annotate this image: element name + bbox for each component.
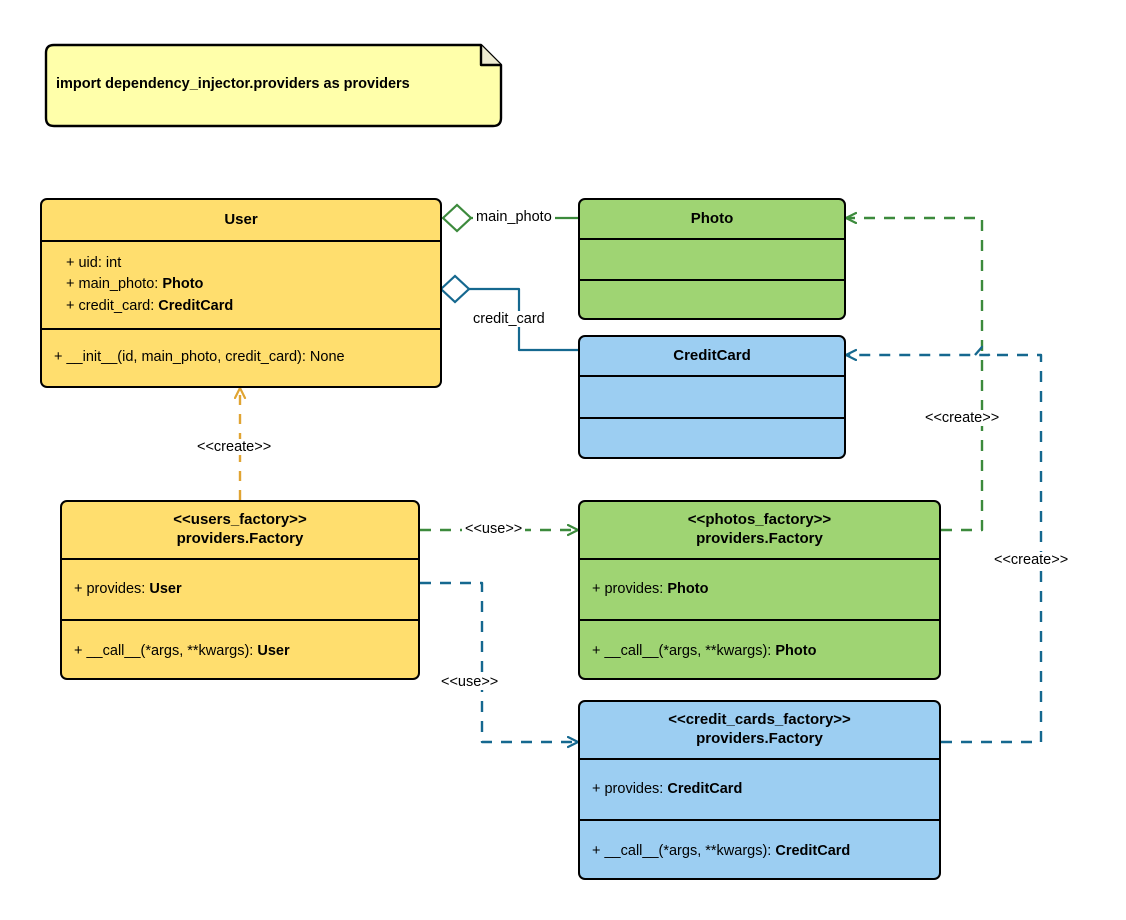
- class-box-users-factory[interactable]: <<users_factory>> providers.Factory + pr…: [60, 500, 420, 680]
- class-stereotype-users-factory: <<users_factory>>: [173, 511, 307, 529]
- class-name-photo: Photo: [690, 209, 734, 227]
- attribute-row: + main_photo: Photo: [66, 276, 204, 293]
- class-title-user: User: [42, 200, 440, 242]
- class-stereotype-credit-cards-factory: <<credit_cards_factory>>: [668, 711, 851, 729]
- class-name-user: User: [224, 210, 258, 228]
- method-row: + __call__(*args, **kwargs): Photo: [592, 642, 817, 659]
- edge-users-factory-uses-credit-cards-factory: [420, 581, 578, 742]
- attribute-row: + uid: int: [66, 255, 122, 272]
- class-box-photos-factory[interactable]: <<photos_factory>> providers.Factory + p…: [578, 500, 941, 680]
- class-methods-users-factory: + __call__(*args, **kwargs): User: [62, 621, 418, 678]
- edge-photos-factory-creates-photo: [846, 218, 984, 532]
- class-attributes-users-factory: + provides: User: [62, 560, 418, 621]
- method-row: + __init__(id, main_photo, credit_card):…: [54, 348, 345, 365]
- class-name-photos-factory: providers.Factory: [696, 530, 823, 547]
- class-stereotype-photos-factory: <<photos_factory>>: [687, 511, 832, 529]
- method-row: + __call__(*args, **kwargs): CreditCard: [592, 842, 851, 859]
- class-box-credit-cards-factory[interactable]: <<credit_cards_factory>> providers.Facto…: [578, 700, 941, 880]
- edge-label-create-user: <<create>>: [194, 439, 275, 455]
- attribute-row: + provides: Photo: [592, 580, 709, 597]
- class-methods-user: + __init__(id, main_photo, credit_card):…: [42, 330, 440, 385]
- class-methods-photo: [580, 281, 844, 318]
- note-import: import dependency_injector.providers as …: [38, 43, 503, 128]
- class-attributes-credit-card: [580, 377, 844, 419]
- attribute-row: + provides: User: [74, 580, 182, 597]
- class-methods-photos-factory: + __call__(*args, **kwargs): Photo: [580, 621, 939, 678]
- class-attributes-credit-cards-factory: + provides: CreditCard: [580, 760, 939, 821]
- method-row: + __call__(*args, **kwargs): User: [74, 642, 290, 659]
- edge-label-create-credit-card: <<create>>: [991, 552, 1072, 568]
- class-title-credit-card: CreditCard: [580, 337, 844, 377]
- attribute-row: + provides: CreditCard: [592, 780, 743, 797]
- class-name-credit-cards-factory: providers.Factory: [696, 730, 823, 747]
- attribute-row: + credit_card: CreditCard: [66, 297, 234, 314]
- class-box-user[interactable]: User + uid: int + main_photo: Photo + cr…: [40, 198, 442, 388]
- edge-label-credit-card: credit_card: [470, 311, 548, 327]
- class-methods-credit-card: [580, 419, 844, 457]
- class-title-credit-cards-factory: <<credit_cards_factory>> providers.Facto…: [580, 702, 939, 760]
- class-box-credit-card[interactable]: CreditCard: [578, 335, 846, 459]
- class-attributes-user: + uid: int + main_photo: Photo + credit_…: [42, 242, 440, 330]
- note-shape: [44, 43, 503, 128]
- edge-label-use-credit-cards-factory: <<use>>: [438, 674, 502, 690]
- class-attributes-photo: [580, 240, 844, 281]
- class-name-credit-card: CreditCard: [673, 346, 751, 364]
- class-name-users-factory: providers.Factory: [176, 530, 304, 547]
- class-title-photo: Photo: [580, 200, 844, 240]
- class-title-photos-factory: <<photos_factory>> providers.Factory: [580, 502, 939, 560]
- edge-label-create-photo: <<create>>: [922, 410, 1003, 426]
- edge-label-use-photos-factory: <<use>>: [462, 521, 526, 537]
- class-box-photo[interactable]: Photo: [578, 198, 846, 320]
- class-methods-credit-cards-factory: + __call__(*args, **kwargs): CreditCard: [580, 821, 939, 878]
- note-text: import dependency_injector.providers as …: [56, 76, 410, 92]
- class-attributes-photos-factory: + provides: Photo: [580, 560, 939, 621]
- edge-label-main-photo: main_photo: [473, 209, 555, 225]
- class-title-users-factory: <<users_factory>> providers.Factory: [62, 502, 418, 560]
